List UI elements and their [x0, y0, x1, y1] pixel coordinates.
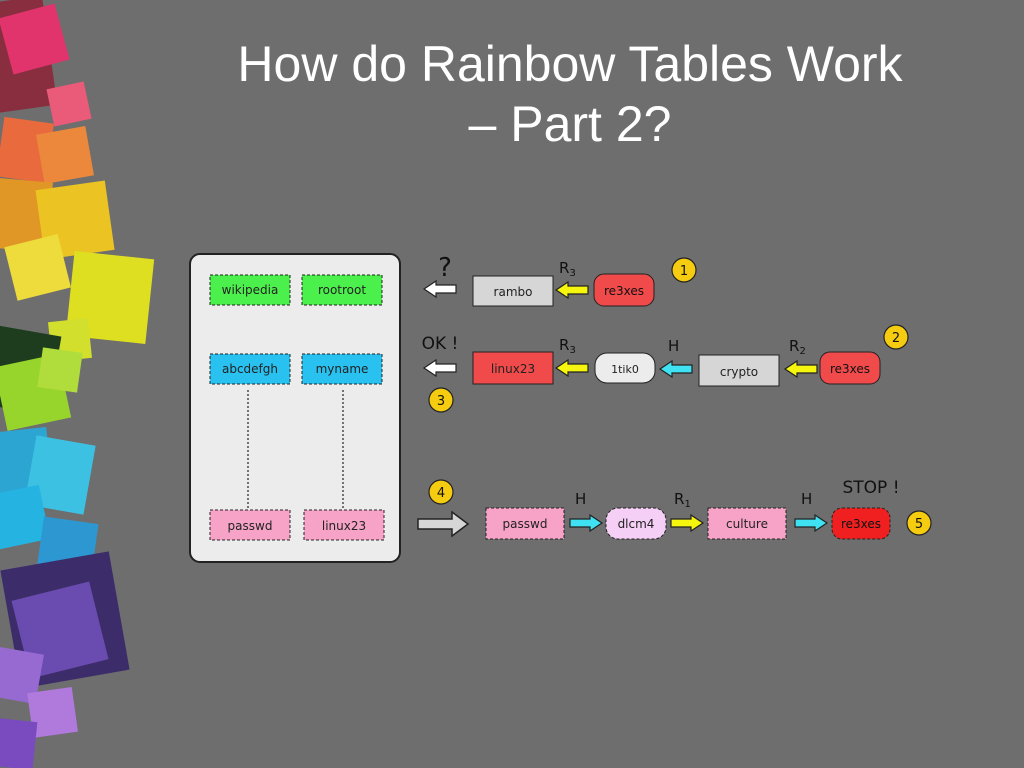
table-row-2-end: myname — [316, 362, 369, 376]
table-row-1-end-box — [301, 274, 383, 306]
table-row-2-end-box — [301, 353, 383, 385]
table-row-1-start: wikipedia — [222, 283, 279, 297]
chain2-crypto-box — [698, 354, 780, 387]
step-5-label: 5 — [915, 517, 923, 532]
chain3-start-arrow — [417, 510, 470, 538]
chain1-left-arrow — [422, 279, 457, 299]
table-row-2-start-box — [209, 353, 291, 385]
chain2-r2-arrow — [783, 359, 818, 379]
chain2-mid: 1tik0 — [611, 363, 639, 376]
chain3-end: re3xes — [841, 517, 881, 531]
table-row-1-start-box — [209, 274, 291, 306]
chain3-r1-label: R1 — [674, 490, 691, 510]
chain1-question-mark: ? — [438, 253, 452, 283]
table-row-3-start: passwd — [228, 519, 273, 533]
chain1-hash-box — [593, 273, 655, 307]
chain2-found-box — [472, 351, 554, 385]
chain3-end-box — [831, 507, 891, 540]
table-row-3-end: linux23 — [322, 519, 366, 533]
chain3-h2-arrow — [794, 513, 829, 533]
title-line-2: – Part 2? — [468, 96, 672, 152]
step-2-label: 2 — [892, 331, 900, 346]
chain3-h1-arrow — [569, 513, 604, 533]
step-5-badge — [906, 510, 932, 536]
decorative-cubes — [0, 0, 155, 768]
step-1-label: 1 — [680, 264, 688, 279]
step-2-badge — [883, 324, 909, 350]
step-3-badge — [428, 387, 454, 413]
chain2-hash: re3xes — [830, 362, 870, 376]
chain1-hash: re3xes — [604, 284, 644, 298]
rainbow-table-panel — [189, 253, 401, 563]
chain2-r3-arrow — [554, 358, 589, 378]
chain2-found: linux23 — [491, 362, 535, 376]
chain2-h-label: H — [668, 337, 679, 355]
title-line-1: How do Rainbow Tables Work — [237, 36, 903, 92]
chain3-start: passwd — [503, 517, 548, 531]
chain3-stop: STOP ! — [842, 478, 899, 498]
chain2-r3-label: R3 — [559, 336, 576, 356]
slide-title: How do Rainbow Tables Work – Part 2? — [150, 34, 990, 154]
chain3-v1: dlcm4 — [618, 517, 655, 531]
chain2-left-arrow — [422, 358, 457, 378]
step-4-badge — [428, 479, 454, 505]
chain3-h2-label: H — [801, 490, 812, 508]
step-4-label: 4 — [437, 486, 445, 501]
step-1-badge — [671, 257, 697, 283]
chain2-mid-box — [594, 352, 656, 384]
chain3-h1-label: H — [575, 490, 586, 508]
table-row-1-end: rootroot — [318, 283, 366, 297]
chain1-reduce-arrow — [554, 280, 589, 300]
chain2-r2-label: R2 — [789, 337, 806, 357]
chain3-v1-box — [605, 507, 667, 540]
chain2-h-arrow — [658, 359, 693, 379]
table-row-2-start: abcdefgh — [222, 362, 278, 376]
chain2-status: OK ! — [422, 334, 459, 354]
table-row-3-start-box — [209, 509, 291, 541]
chain3-r1-arrow — [670, 513, 705, 533]
table-row-3-end-box — [303, 509, 385, 541]
chain3-v2: culture — [726, 517, 768, 531]
chain1-reduce-label: R3 — [559, 259, 576, 279]
chain2-hash-box — [819, 351, 881, 385]
chain3-v2-box — [707, 507, 787, 540]
chain1-result: rambo — [494, 285, 533, 299]
chain3-start-box — [485, 507, 565, 540]
step-3-label: 3 — [437, 394, 445, 409]
chain2-crypto: crypto — [720, 365, 758, 379]
chain1-result-box — [472, 275, 554, 307]
